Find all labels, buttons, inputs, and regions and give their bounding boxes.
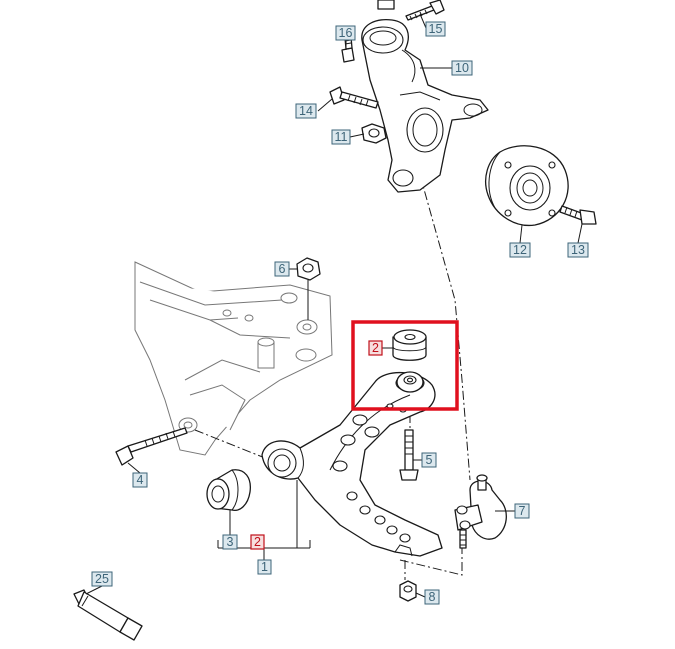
- label-2-highlighted[interactable]: 2: [368, 340, 383, 356]
- label-25-text: 25: [95, 572, 109, 586]
- label-7-text: 7: [519, 504, 526, 518]
- label-8[interactable]: 8: [424, 589, 440, 605]
- label-2-assembly[interactable]: 2: [250, 534, 265, 550]
- bolt-16: [341, 36, 355, 63]
- label-2-assembly-text: 2: [254, 535, 261, 549]
- label-10-text: 10: [455, 61, 469, 75]
- label-25[interactable]: 25: [91, 571, 113, 587]
- bushing-3: [206, 469, 251, 511]
- label-5[interactable]: 5: [421, 452, 437, 468]
- label-16[interactable]: 16: [335, 25, 356, 41]
- bolt-13: [559, 205, 597, 225]
- label-2-highlighted-text: 2: [372, 341, 379, 355]
- label-6[interactable]: 6: [274, 261, 290, 277]
- label-4[interactable]: 4: [132, 472, 148, 488]
- label-14[interactable]: 14: [295, 103, 317, 119]
- label-5-text: 5: [426, 453, 433, 467]
- label-11-text: 11: [335, 130, 348, 144]
- bolt-15: [377, 0, 445, 21]
- label-13[interactable]: 13: [567, 242, 589, 258]
- label-10[interactable]: 10: [451, 60, 473, 76]
- bushing-2: [392, 329, 427, 361]
- nut-8: [399, 580, 417, 602]
- highlight-frame: [351, 320, 459, 411]
- label-12-text: 12: [513, 243, 527, 257]
- label-13-text: 13: [571, 243, 585, 257]
- wheel-hub: [485, 145, 569, 227]
- bolt-14: [329, 86, 379, 109]
- label-4-text: 4: [137, 473, 144, 487]
- label-11[interactable]: 11: [331, 129, 351, 145]
- label-1[interactable]: 1: [257, 559, 272, 575]
- label-15[interactable]: 15: [425, 21, 446, 37]
- label-7[interactable]: 7: [514, 503, 530, 519]
- ball-joint: [454, 474, 507, 549]
- subframe: [134, 261, 333, 456]
- label-8-text: 8: [429, 590, 436, 604]
- steering-knuckle: [361, 19, 489, 193]
- bolt-4: [115, 427, 188, 466]
- label-3-text: 3: [227, 535, 234, 549]
- bolt-5: [399, 429, 419, 481]
- bushing-seat: [396, 371, 424, 393]
- nut-11: [361, 123, 387, 144]
- label-3[interactable]: 3: [222, 534, 238, 550]
- label-15-text: 15: [429, 22, 443, 36]
- grease-tube: [73, 589, 143, 641]
- label-14-text: 14: [299, 104, 313, 118]
- label-16-text: 16: [339, 26, 353, 40]
- label-1-text: 1: [261, 560, 268, 574]
- nut-6: [296, 257, 321, 281]
- label-6-text: 6: [279, 262, 286, 276]
- label-12[interactable]: 12: [509, 242, 531, 258]
